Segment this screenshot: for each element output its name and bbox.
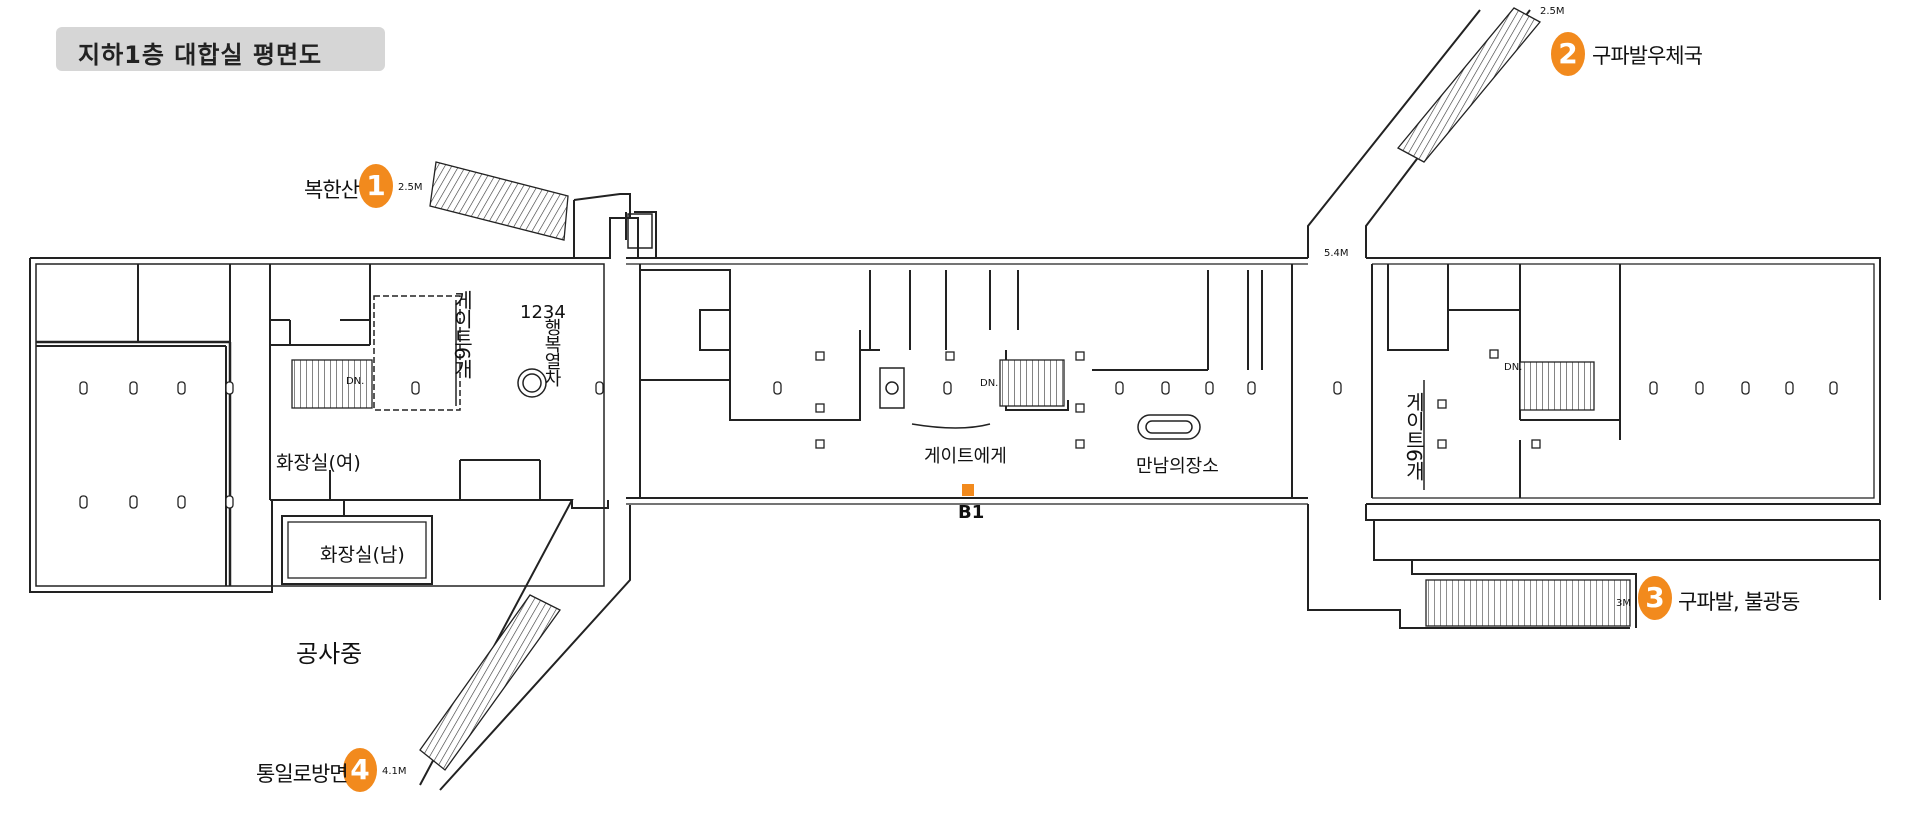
current-location-marker <box>962 484 974 496</box>
exit-1-name: 복한산 <box>304 178 360 202</box>
gate-center-label: 게이트에게 <box>924 446 1007 467</box>
exit-4-name: 통일로방면 <box>256 762 349 786</box>
title-box: 지하1층 대합실 평면도 <box>56 27 385 71</box>
happy-train-label: 행복열차 <box>541 318 562 386</box>
corridor-width-label: 5.4M <box>1324 248 1349 259</box>
exit-3-width: 3M <box>1616 598 1631 609</box>
meeting-place-label: 만남의장소 <box>1136 456 1219 477</box>
stairs <box>291 7 1631 771</box>
exit-3-badge: 3 <box>1638 576 1672 620</box>
exit-1-width: 2.5M <box>398 182 423 193</box>
exit-4-width: 4.1M <box>382 766 407 777</box>
toilet-men-label: 화장실(남) <box>320 544 405 566</box>
gate-left-label: 게이트6개 <box>450 290 474 378</box>
floor-label: B1 <box>958 502 985 523</box>
exit-2-width: 2.5M <box>1540 6 1565 17</box>
dn-left-label: DN. <box>346 376 365 387</box>
exit-3-name: 구파발, 불광동 <box>1678 590 1800 614</box>
page-title: 지하1층 대합실 평면도 <box>78 41 323 69</box>
toilet-women-label: 화장실(여) <box>276 452 361 474</box>
exit-2-badge: 2 <box>1551 32 1585 76</box>
dn-right-label: DN. <box>1504 362 1523 373</box>
train-number: 1234 <box>520 302 566 323</box>
gate-right-label: 게이트6개 <box>1402 392 1426 480</box>
construction-label: 공사중 <box>296 640 363 668</box>
dn-center-label: DN. <box>980 378 999 389</box>
exit-1-badge: 1 <box>359 164 393 208</box>
gate-lines <box>373 295 1425 490</box>
exit-2-name: 구파발우체국 <box>1592 44 1703 68</box>
columns <box>79 349 1838 509</box>
exit-4-badge: 4 <box>343 748 377 792</box>
